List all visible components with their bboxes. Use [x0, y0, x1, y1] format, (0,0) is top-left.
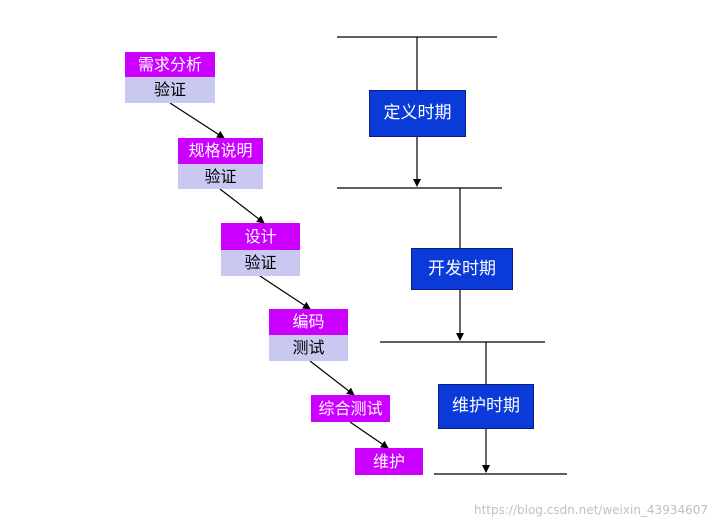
arrow-stage-3-to-4: [259, 275, 311, 310]
arrow-stage-5-to-6: [349, 421, 389, 449]
stage-2-sub: 验证: [178, 164, 263, 189]
arrow-stage-4-to-5: [309, 360, 355, 396]
stage-5-label: 综合测试: [311, 395, 390, 422]
stage-1-sub: 验证: [125, 77, 215, 103]
stage-6-label: 维护: [355, 448, 423, 475]
watermark-text: https://blog.csdn.net/weixin_43934607: [473, 503, 708, 517]
period-maintenance: 维护时期: [438, 384, 534, 429]
stage-1-label: 需求分析: [125, 52, 215, 77]
stage-3-label: 设计: [221, 223, 300, 250]
period-definition: 定义时期: [369, 90, 466, 137]
arrow-stage-2-to-3: [219, 188, 265, 224]
stage-2-label: 规格说明: [178, 138, 263, 164]
stage-4-label: 编码: [269, 309, 348, 335]
stage-3-sub: 验证: [221, 250, 300, 276]
period-development: 开发时期: [411, 248, 513, 290]
arrow-stage-1-to-2: [169, 102, 225, 139]
stage-4-sub: 测试: [269, 335, 348, 361]
